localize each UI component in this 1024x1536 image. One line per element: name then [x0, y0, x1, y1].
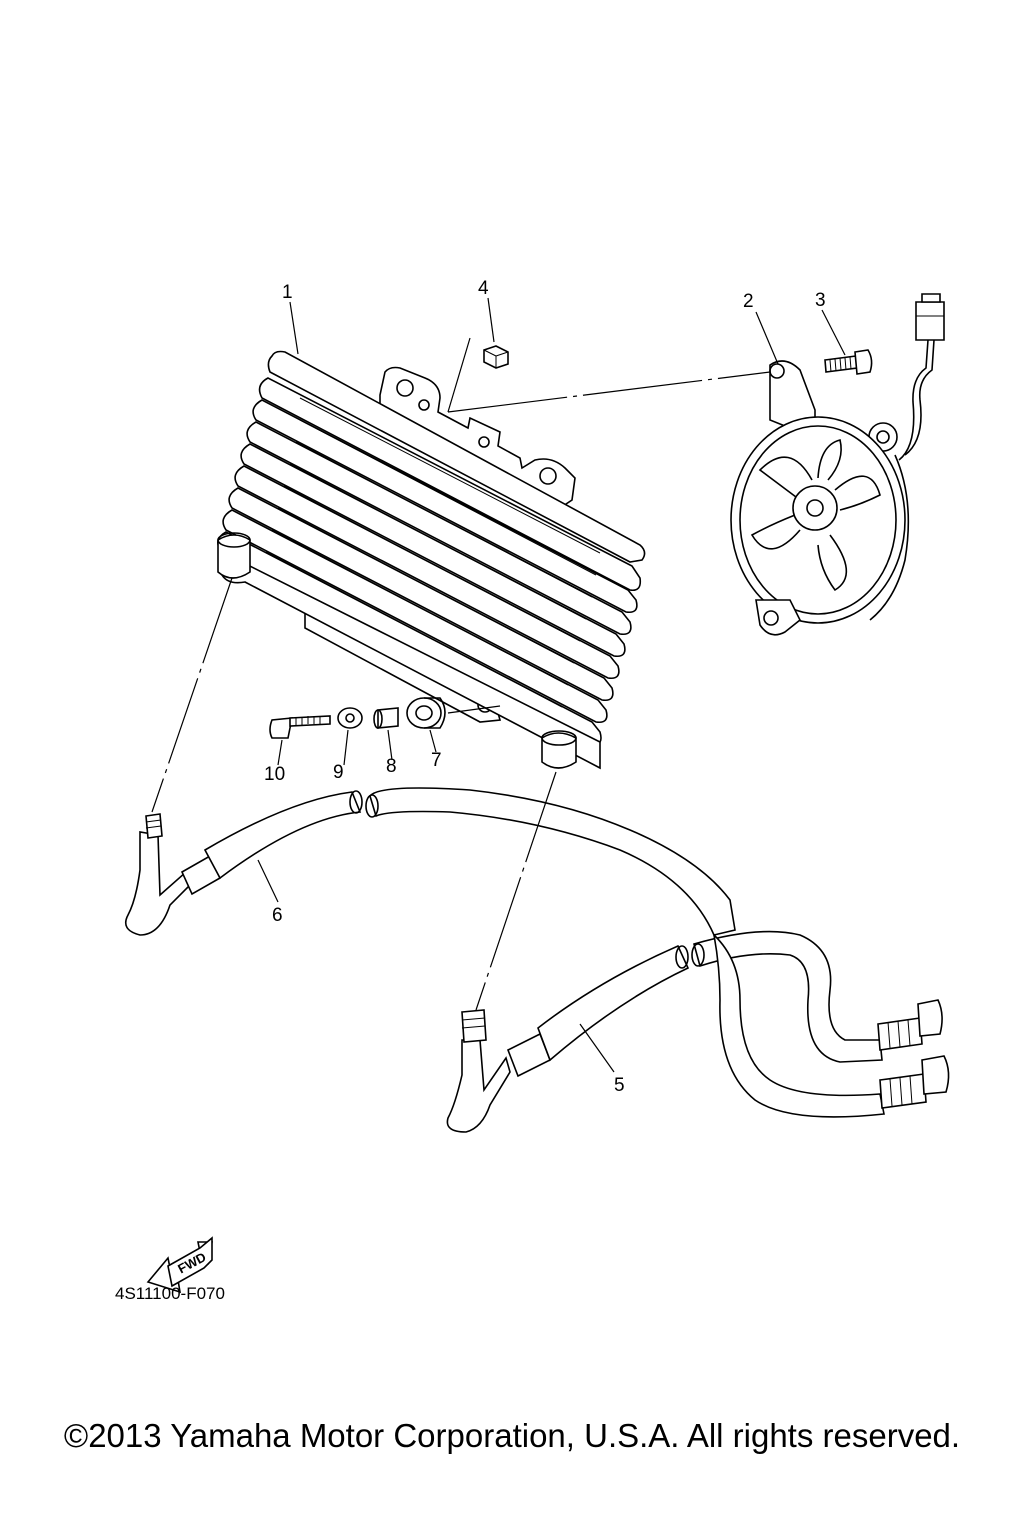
- grommet-7: [406, 697, 446, 729]
- bolt-10: [269, 715, 331, 739]
- diagram-code: 4S11100-F070: [115, 1284, 225, 1303]
- clip-nut: [483, 345, 509, 369]
- collar-8: [373, 707, 399, 729]
- cooling-fan: [730, 293, 945, 636]
- copyright-notice: ©2013 Yamaha Motor Corporation, U.S.A. A…: [63, 1417, 961, 1454]
- fan-bolt: [824, 349, 873, 375]
- callout-labels: 1 2 3 4 5 6 7 8 9 10: [264, 278, 826, 1096]
- callout-6: 6: [272, 905, 283, 926]
- callout-10: 10: [264, 764, 285, 785]
- washer-9: [337, 707, 363, 729]
- callout-4: 4: [478, 278, 489, 299]
- oil-hose-5: [446, 930, 950, 1133]
- oil-cooler: [217, 350, 646, 770]
- oil-hose-6: [124, 787, 736, 936]
- cooler-fins: [217, 377, 642, 746]
- callout-2: 2: [743, 291, 754, 312]
- leader-lines: [151, 297, 846, 1073]
- callout-3: 3: [815, 290, 826, 311]
- callout-1: 1: [282, 282, 293, 303]
- forward-arrow: FWD: [146, 1236, 213, 1294]
- callout-8: 8: [386, 756, 397, 777]
- callout-7: 7: [431, 750, 442, 771]
- callout-9: 9: [333, 762, 344, 783]
- callout-5: 5: [614, 1075, 625, 1096]
